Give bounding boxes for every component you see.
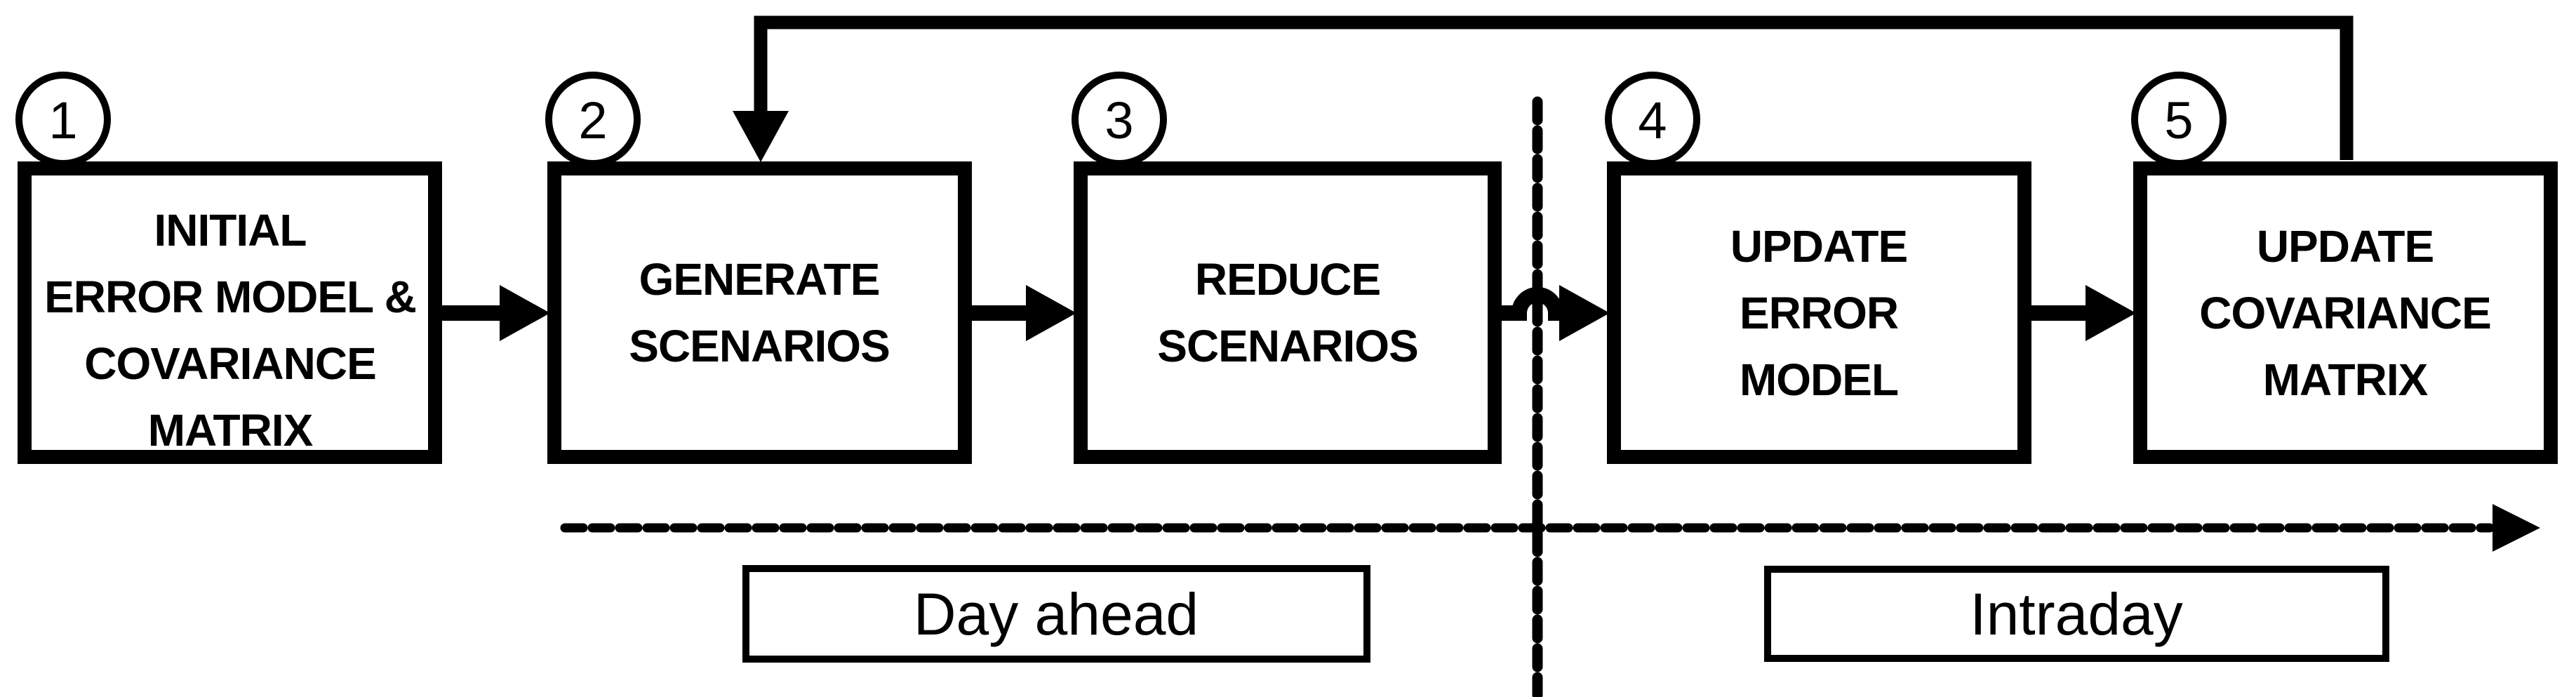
- arrow-shaft-with-hop: [1502, 287, 1563, 321]
- step-number-badge: [1072, 72, 1167, 167]
- box-label-line: REDUCE: [1195, 254, 1380, 305]
- box-label-line: INITIAL: [154, 205, 307, 255]
- box-label-line: MODEL: [1740, 354, 1898, 405]
- phase-label-box: [742, 565, 1370, 663]
- step-number: 3: [1105, 91, 1133, 150]
- arrow-step4-to-step5: [2031, 285, 2136, 341]
- arrow-step1-to-step2: [442, 285, 550, 341]
- process-box: [1074, 161, 1502, 464]
- step-box-reduce-scenarios: 3 REDUCE SCENARIOS: [1072, 72, 1502, 464]
- phase-label-intraday: Intraday: [1764, 566, 2389, 662]
- arrowhead-right-icon: [1026, 285, 1076, 341]
- box-label-line: ERROR MODEL &: [44, 272, 416, 322]
- box-label-line: ERROR: [1740, 288, 1898, 338]
- box-label-line: MATRIX: [2263, 354, 2429, 405]
- phase-label-box: [1764, 566, 2389, 662]
- box-label-line: UPDATE: [1730, 221, 1907, 272]
- arrowhead-right-icon: [1559, 285, 1610, 341]
- box-label-line: COVARIANCE: [84, 338, 376, 389]
- phase-label-text: Day ahead: [914, 581, 1199, 647]
- step-number: 1: [48, 91, 77, 150]
- box-label-line: COVARIANCE: [2199, 288, 2491, 338]
- phase-label-text: Intraday: [1970, 581, 2183, 647]
- phase-label-day-ahead: Day ahead: [742, 565, 1370, 663]
- step-number-badge: [545, 72, 641, 167]
- process-box: [547, 161, 972, 464]
- process-box: [2133, 161, 2558, 464]
- process-box: [18, 161, 442, 464]
- arrow-step3-to-step4: [1502, 285, 1610, 341]
- feedback-arrow: [733, 15, 2354, 162]
- step-box-generate-scenarios: 2 GENERATE SCENARIOS: [545, 72, 972, 464]
- process-box: [1607, 161, 2031, 464]
- timeline-arrowhead-right-icon: [2492, 504, 2540, 552]
- box-label-line: UPDATE: [2257, 221, 2434, 272]
- step-number-badge: [2131, 72, 2227, 167]
- step-box-update-covariance-matrix: 5 UPDATE COVARIANCE MATRIX: [2131, 72, 2558, 464]
- box-label-line: SCENARIOS: [1157, 321, 1418, 371]
- box-label-line: MATRIX: [148, 405, 314, 456]
- step-number: 5: [2164, 91, 2193, 150]
- arrow-step2-to-step3: [972, 285, 1076, 341]
- arrowhead-right-icon: [2086, 285, 2136, 341]
- step-box-initial-error-model: 1 INITIAL ERROR MODEL & COVARIANCE MATRI…: [15, 72, 442, 464]
- box-label-line: GENERATE: [639, 254, 880, 305]
- step-box-update-error-model: 4 UPDATE ERROR MODEL: [1605, 72, 2031, 464]
- arrowhead-right-icon: [500, 285, 550, 341]
- step-number-badge: [1605, 72, 1700, 167]
- feedback-arrowhead-down-icon: [733, 111, 789, 162]
- box-label-line: SCENARIOS: [629, 321, 890, 371]
- step-number-badge: [15, 72, 111, 167]
- step-number: 2: [578, 91, 607, 150]
- feedback-line: [754, 15, 2354, 160]
- step-number: 4: [1638, 91, 1667, 150]
- phase-timeline-arrow: [560, 504, 2540, 552]
